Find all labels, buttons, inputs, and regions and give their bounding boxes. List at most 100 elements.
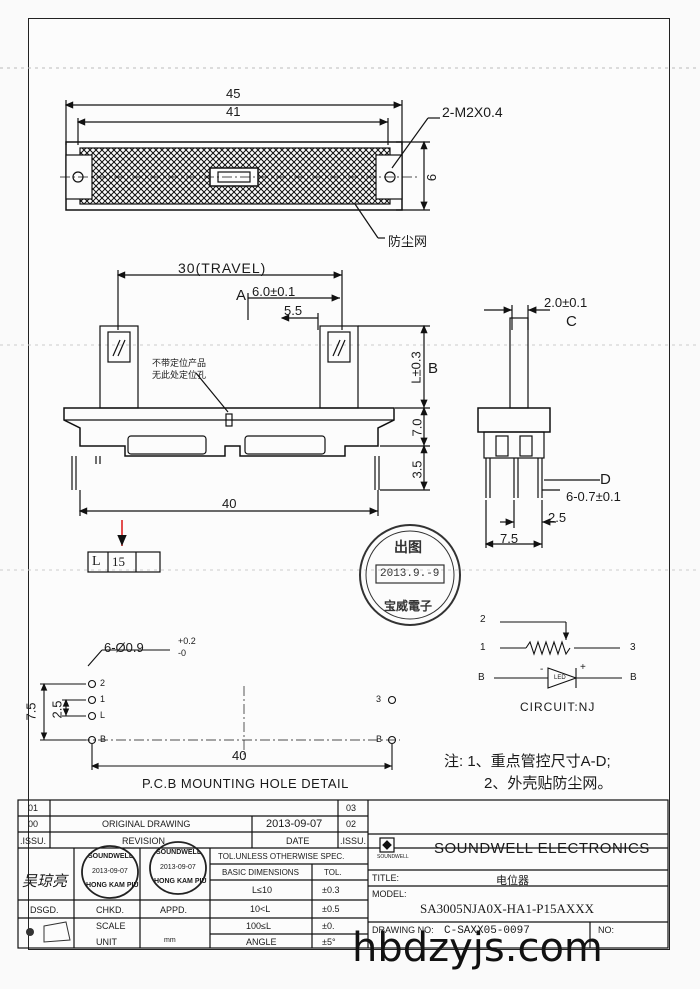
unit-label: UNIT bbox=[96, 937, 117, 947]
signature: 吴琼亮 bbox=[22, 874, 68, 890]
pcb-pin-b2: B bbox=[376, 734, 383, 744]
watermark: hbdzyjs.com bbox=[352, 925, 603, 971]
row3-tol: ±0. bbox=[322, 921, 335, 931]
led-label: LED bbox=[554, 675, 566, 681]
pcb-pin-l: L bbox=[100, 710, 106, 720]
travel-label: 30(TRAVEL) bbox=[178, 260, 267, 276]
stamp-date-text: 2013.9.-9 bbox=[380, 568, 440, 580]
ink-shape bbox=[43, 921, 71, 943]
stamp1-bottom: HONG KAM PIU bbox=[86, 882, 139, 889]
pcb-pin-2: 2 bbox=[100, 678, 106, 688]
stamp1-date: 2013-09-07 bbox=[92, 868, 128, 875]
tol-spec: TOL.UNLESS OTHERWISE SPEC. bbox=[218, 852, 345, 861]
circuit-pin-b-left: B bbox=[478, 672, 485, 683]
circuit-pin-3: 3 bbox=[630, 642, 636, 653]
chkd-label: CHKD. bbox=[96, 905, 125, 915]
drawing-no-value: C-SAXX05-0097 bbox=[444, 925, 530, 937]
pcb-title: P.C.B MOUNTING HOLE DETAIL bbox=[142, 776, 349, 791]
model-label: MODEL: bbox=[372, 889, 407, 899]
title-value: 电位器 bbox=[496, 875, 529, 887]
circuit-diagram bbox=[494, 621, 622, 689]
stamp2-bottom: HONG KAM PIU bbox=[154, 878, 207, 885]
dim-5-5: 5.5 bbox=[284, 303, 303, 318]
note-line-2: 2、外壳贴防尘网。 bbox=[484, 775, 613, 792]
angle-tol: ±5° bbox=[322, 937, 336, 947]
dim-7-0: 7.0 bbox=[409, 418, 425, 437]
row2-dim: 10<L bbox=[250, 904, 271, 914]
tol-header: TOL. bbox=[324, 868, 342, 877]
angle-label: ANGLE bbox=[246, 937, 277, 947]
dim-overall-length: 45 bbox=[226, 86, 241, 101]
thread-callout: 2-M2X0.4 bbox=[442, 104, 503, 120]
model-value: SA3005NJA0X-HA1-P15AXXX bbox=[420, 901, 595, 916]
circuit-pin-2: 2 bbox=[480, 614, 486, 625]
pcb-dim-40: 40 bbox=[232, 748, 247, 763]
pcb-detail bbox=[40, 649, 400, 770]
soundwell-logo-icon bbox=[379, 837, 395, 853]
dim-hole-spacing: 41 bbox=[226, 104, 241, 119]
scale-label: SCALE bbox=[96, 921, 126, 931]
dim-3-5: 3.5 bbox=[409, 460, 425, 479]
pcb-pin-b: B bbox=[100, 734, 107, 744]
note-no-locator-2: 无此处定位孔 bbox=[152, 370, 207, 380]
top-view bbox=[60, 100, 440, 239]
marker-c: C bbox=[566, 313, 577, 330]
dim-2-5: 2.5 bbox=[548, 510, 567, 525]
circuit-label: CIRCUIT:NJ bbox=[520, 700, 596, 714]
issu-label: .ISSU. bbox=[20, 836, 47, 846]
unit-value: mm bbox=[164, 937, 176, 944]
note-no-locator-1: 不带定位产品 bbox=[152, 358, 207, 368]
logo-text: SOUNDWELL bbox=[377, 854, 409, 860]
marker-b: B bbox=[428, 360, 439, 377]
appd-label: APPD. bbox=[160, 905, 188, 915]
dsgd-label: DSGD. bbox=[30, 905, 59, 915]
revision-label: REVISION bbox=[122, 836, 166, 846]
pcb-pin-3: 3 bbox=[376, 694, 382, 704]
issu-label-2: .ISSU. bbox=[340, 836, 367, 846]
original-date: 2013-09-07 bbox=[266, 818, 323, 830]
marker-d: D bbox=[600, 471, 611, 488]
title-label: TITLE: bbox=[372, 873, 400, 883]
row2-tol: ±0.5 bbox=[322, 904, 340, 914]
pcb-pin-1: 1 bbox=[100, 694, 106, 704]
approval-stamps bbox=[81, 841, 207, 899]
end-view bbox=[477, 305, 600, 548]
rev-01: 01 bbox=[28, 803, 39, 813]
led-minus: - bbox=[540, 664, 544, 675]
dim-c: 2.0±0.1 bbox=[544, 295, 588, 310]
stamp-top-text: 出图 bbox=[394, 539, 422, 555]
l-label: L bbox=[92, 554, 101, 569]
dim-lever-height: L±0.3 bbox=[408, 351, 424, 384]
no-label: NO: bbox=[598, 925, 615, 935]
dim-a: 6.0±0.1 bbox=[252, 284, 296, 299]
circuit-pin-b-right: B bbox=[630, 672, 637, 683]
l-value: 15 bbox=[112, 554, 125, 569]
led-plus: + bbox=[580, 662, 586, 673]
rev-03: 03 bbox=[346, 803, 357, 813]
dust-mesh-label: 防尘网 bbox=[388, 234, 428, 249]
stamp2-top: SOUNDWELL bbox=[156, 849, 202, 856]
row1-tol: ±0.3 bbox=[322, 885, 340, 895]
rev-00: 00 bbox=[28, 819, 39, 829]
dim-body-40: 40 bbox=[222, 496, 237, 511]
marker-a: A bbox=[236, 287, 247, 304]
row3-dim: 100≤L bbox=[246, 921, 271, 931]
note-line-1: 注: 1、重点管控尺寸A-D; bbox=[444, 753, 611, 770]
stamp-bottom-text: 宝威電子 bbox=[384, 599, 433, 613]
dim-d: 6-0.7±0.1 bbox=[566, 489, 621, 504]
original-drawing: ORIGINAL DRAWING bbox=[102, 819, 191, 829]
dim-7-5: 7.5 bbox=[500, 531, 519, 546]
title-block-frame bbox=[17, 799, 669, 949]
pcb-dim-2-5: 2.5 bbox=[49, 700, 65, 719]
ink-dot bbox=[26, 928, 34, 936]
rev-02: 02 bbox=[346, 819, 357, 829]
pcb-tol-upper: +0.2 bbox=[178, 636, 196, 646]
dim-width: 9 bbox=[424, 173, 440, 182]
circuit-pin-1: 1 bbox=[480, 642, 486, 653]
drawing-no-label: DRAWING NO: bbox=[372, 925, 434, 935]
pcb-holes-callout: 6-Ø0.9 bbox=[104, 640, 144, 655]
stamp1-top: SOUNDWELL bbox=[88, 853, 134, 860]
basic-dimensions: BASIC DIMENSIONS bbox=[222, 868, 299, 877]
pcb-dim-7-5: 7.5 bbox=[23, 702, 39, 721]
